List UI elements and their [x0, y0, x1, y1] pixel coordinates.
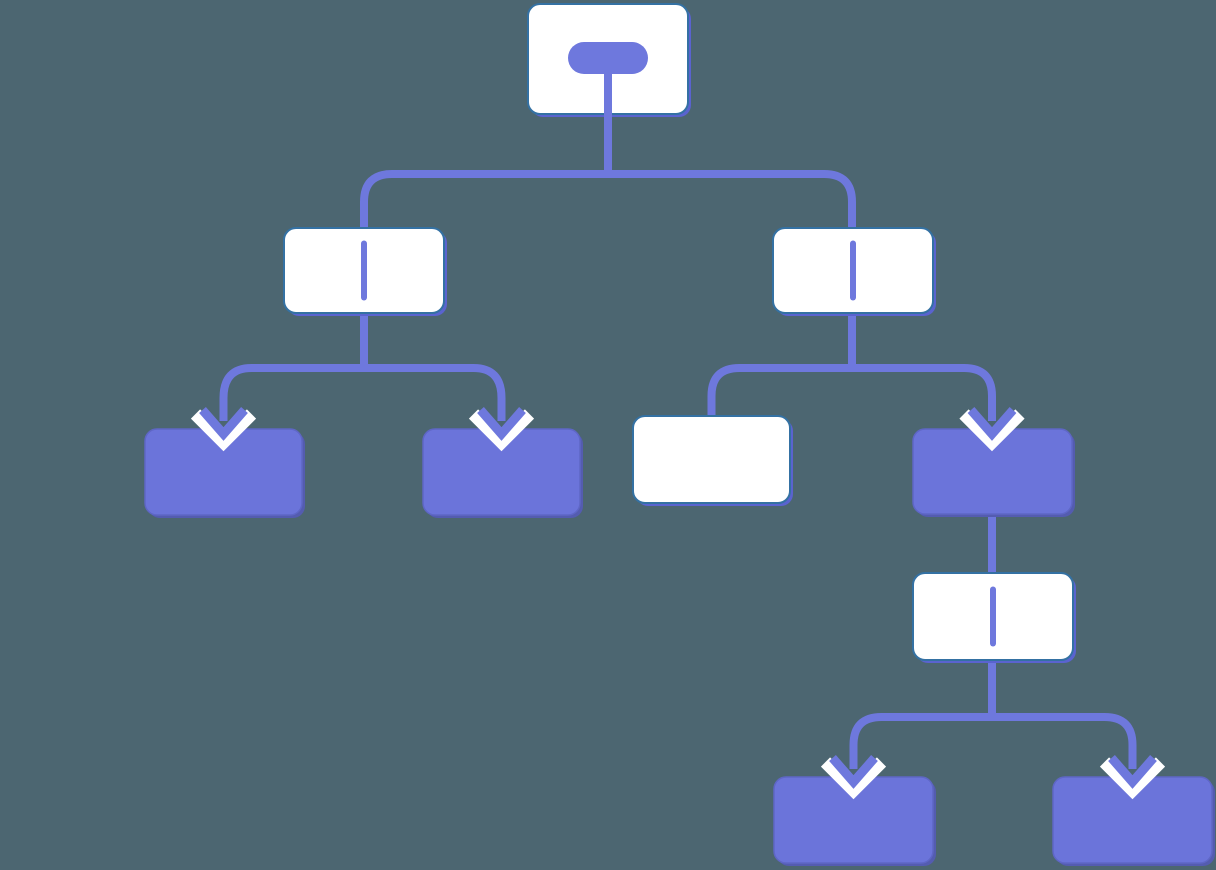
arrowhead-leaf-4-outline-chevron-down-icon [820, 757, 887, 800]
node-branch-right-divider-bar [850, 240, 856, 301]
edge-split-bottom [849, 713, 1137, 769]
arrowhead-leaf-4-chevron-down-icon [829, 755, 878, 789]
arrowhead-leaf-1-chevron-down-icon [199, 407, 248, 441]
edge-split-left [219, 364, 506, 421]
arrowhead-leaf-5-outline-chevron-down-icon [1099, 757, 1166, 800]
arrowhead-leaf-3-chevron-down-icon [967, 407, 1017, 441]
node-empty[interactable] [632, 415, 791, 504]
arrowhead-leaf-3-outline-chevron-down-icon [959, 409, 1025, 452]
arrowhead-leaf-1-outline-chevron-down-icon [190, 409, 257, 452]
node-branch-lower-divider-bar [990, 586, 996, 647]
arrowheads-layer [190, 407, 1166, 800]
node-branch-left-divider-bar [361, 240, 367, 301]
decorations-layer [361, 42, 996, 647]
node-root-pill [568, 42, 648, 74]
edge-split-right [707, 364, 996, 421]
arrowhead-leaf-5-chevron-down-icon [1108, 755, 1157, 789]
arrowhead-leaf-2-chevron-down-icon [477, 407, 526, 441]
arrowhead-leaf-2-outline-chevron-down-icon [468, 409, 535, 452]
